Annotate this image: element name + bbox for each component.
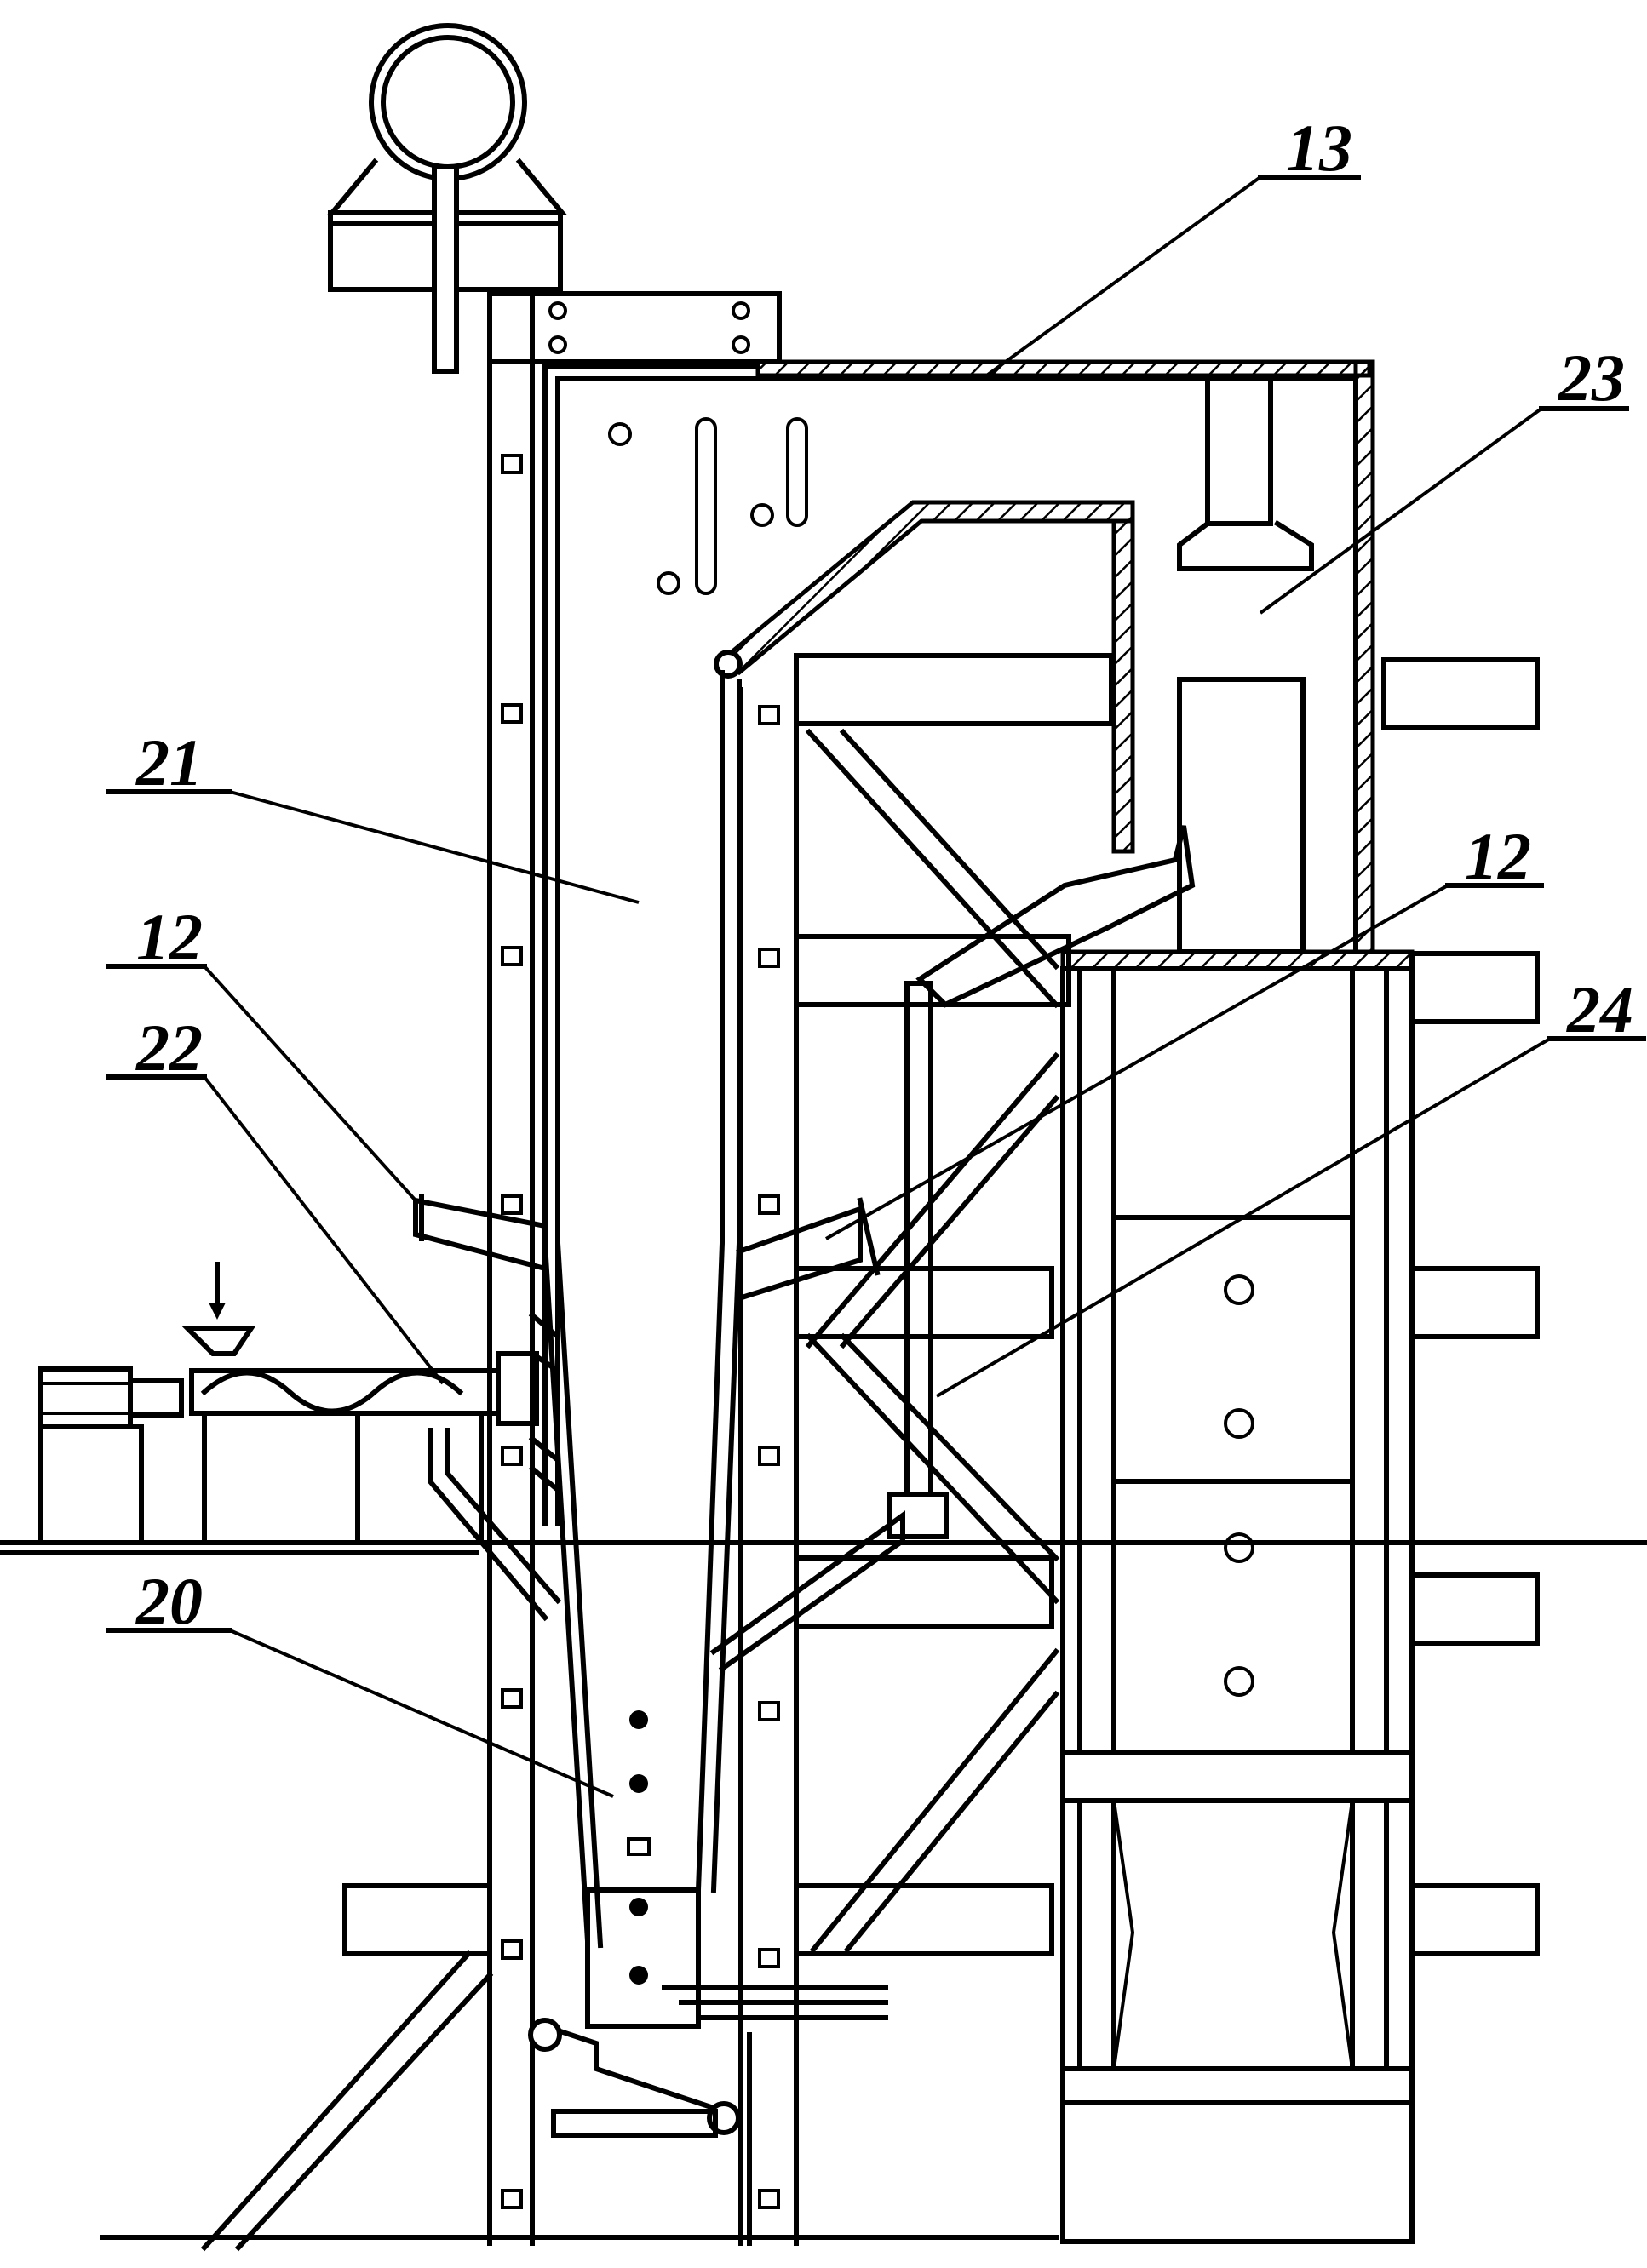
hood-13 <box>542 359 1375 1526</box>
blower <box>326 23 568 374</box>
label-23: 23 <box>1558 341 1625 415</box>
inner-hood <box>714 500 1135 854</box>
riser-20-21 <box>528 364 888 2138</box>
label-21: 21 <box>135 725 203 799</box>
ground-lines <box>0 1540 1647 2240</box>
label-20: 20 <box>135 1564 203 1638</box>
label-12-left: 12 <box>136 900 203 974</box>
column-slots <box>501 454 523 2209</box>
middle-structure <box>200 653 1114 2252</box>
tower-24 <box>1060 657 1540 2244</box>
label-24: 24 <box>1566 972 1633 1046</box>
leader-lines <box>106 175 1646 1798</box>
right-platforms <box>1381 657 1540 1956</box>
reference-labels: 13 23 21 12 12 24 22 20 <box>135 111 1633 1638</box>
middle-slots <box>758 705 780 2209</box>
platform-bricks <box>342 653 1114 1956</box>
screw-feeder-22 <box>38 1262 562 1622</box>
label-13: 13 <box>1286 111 1352 185</box>
cyclone-pipes-12 <box>413 825 1196 1302</box>
label-12-right: 12 <box>1465 819 1531 893</box>
label-22: 22 <box>135 1011 203 1085</box>
